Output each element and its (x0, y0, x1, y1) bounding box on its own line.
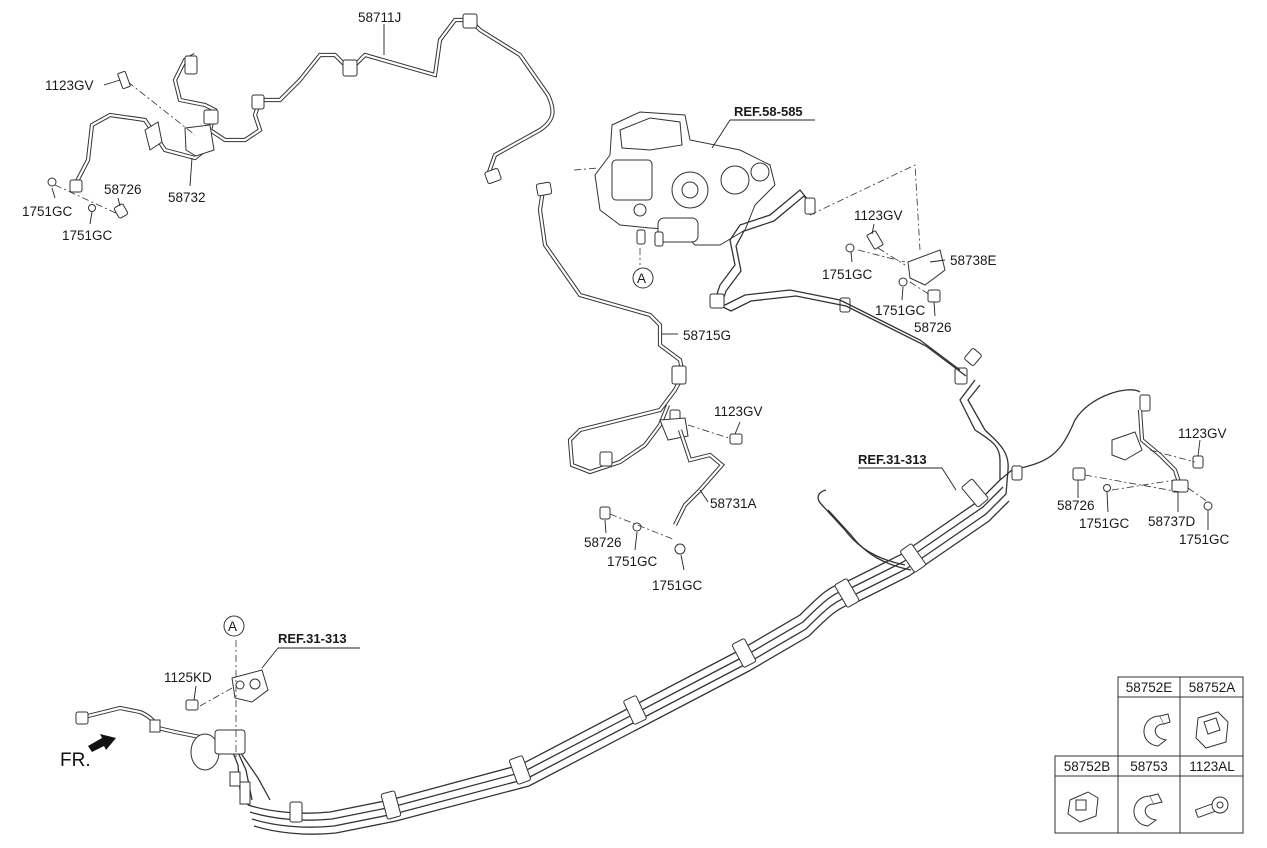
label-58726-middle: 58726 (584, 535, 622, 550)
bolt-1123AL-icon (1195, 796, 1229, 818)
bottom-bracket (185, 640, 360, 760)
table-cell-58752E: 58752E (1126, 680, 1173, 695)
clip-58752B-icon (1067, 791, 1099, 823)
table-cell-58752A: 58752A (1189, 680, 1236, 695)
label-58726-top-left: 58726 (104, 182, 142, 197)
ref-underlines (278, 467, 942, 649)
label-58731A: 58731A (710, 496, 757, 511)
parts-table: 58752E 58752A 58752B 58753 1123AL (1054, 676, 1244, 834)
right-assembly (858, 394, 1213, 530)
circle-a-top-marker (632, 267, 654, 289)
clip-58752A-icon (1195, 711, 1229, 749)
label-1751GC-middle-2: 1751GC (652, 578, 703, 593)
table-cell-58753: 58753 (1130, 759, 1168, 774)
label-ref-58-585: REF.58-585 (734, 104, 803, 119)
label-circle-a-bottom: A (228, 619, 237, 634)
label-ref-31-313-bottom: REF.31-313 (278, 631, 347, 646)
label-1123GV-top-right: 1123GV (854, 208, 903, 223)
label-58726-top-right: 58726 (914, 320, 952, 335)
label-58726-right: 58726 (1057, 498, 1095, 513)
label-1751GC-top-right-1: 1751GC (822, 267, 873, 282)
label-1751GC-right-1: 1751GC (1079, 516, 1130, 531)
label-1751GC-top-right-2: 1751GC (875, 303, 926, 318)
label-1125KD: 1125KD (164, 670, 212, 685)
circle-a-bottom-marker (223, 615, 245, 637)
main-pipe-bundle (247, 379, 1141, 835)
table-cell-1123AL: 1123AL (1189, 759, 1235, 774)
label-front-direction: FR. (60, 750, 91, 771)
label-58715G: 58715G (683, 328, 731, 343)
hecu-unit (573, 111, 815, 265)
label-58732: 58732 (168, 190, 206, 205)
pipe-clips (289, 297, 1023, 823)
label-ref-31-313-middle: REF.31-313 (858, 452, 927, 467)
front-left-pipes (75, 705, 271, 806)
label-1751GC-top-left-2: 1751GC (62, 228, 113, 243)
labels: 58711J 1123GV 58726 1751GC 1751GC 58732 … (22, 10, 1230, 771)
label-58737D: 58737D (1148, 514, 1196, 529)
label-58738E: 58738E (950, 253, 997, 268)
label-circle-a-top: A (637, 271, 646, 286)
right-upper-assembly (709, 164, 982, 377)
label-1123GV-top-left: 1123GV (45, 78, 94, 93)
label-1123GV-right: 1123GV (1178, 426, 1227, 441)
table-cell-58752B: 58752B (1064, 759, 1111, 774)
clip-58752E-icon (1143, 713, 1171, 747)
front-direction-arrow (88, 734, 116, 752)
clip-58753-icon (1133, 793, 1163, 827)
label-1751GC-right-2: 1751GC (1179, 532, 1230, 547)
label-1751GC-top-left-1: 1751GC (22, 204, 73, 219)
label-58711J: 58711J (358, 10, 401, 25)
top-left-assembly (47, 13, 555, 225)
label-1751GC-middle-1: 1751GC (607, 554, 658, 569)
pipe-58715G (535, 181, 743, 571)
label-1123GV-middle: 1123GV (714, 404, 763, 419)
